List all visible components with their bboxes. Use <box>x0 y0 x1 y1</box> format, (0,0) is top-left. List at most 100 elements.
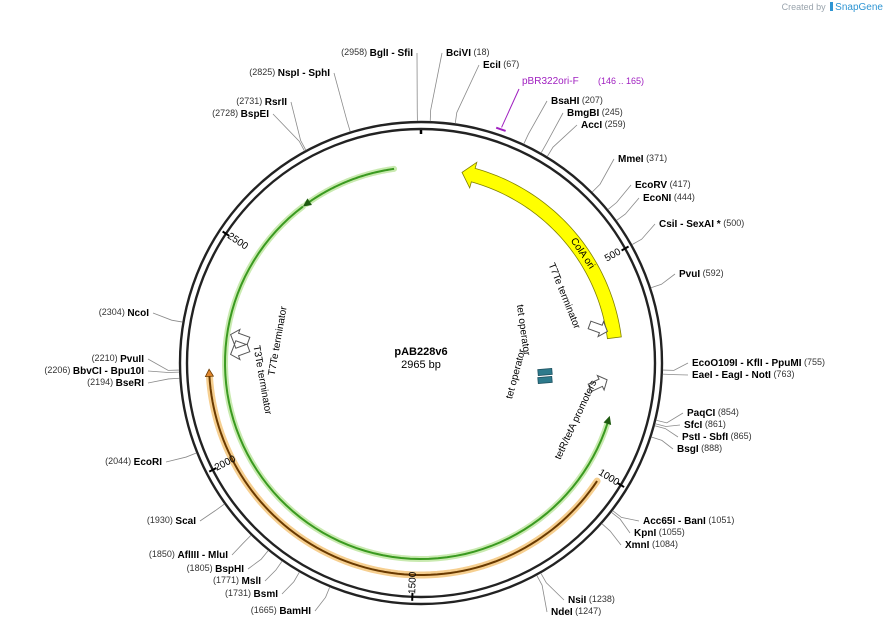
enzyme-mmei-label: MmeI (371) <box>618 153 667 164</box>
feature-orange-orf-arrowhead <box>204 368 215 378</box>
enzyme-name: BmgBI <box>567 108 599 119</box>
enzyme-separator: - <box>199 550 208 561</box>
enzyme-bsgi-label: BsgI (888) <box>677 443 722 454</box>
enzyme-pvui-leader <box>650 273 676 289</box>
credit-brand: SnapGene <box>835 2 883 13</box>
enzyme-afliii-leader <box>231 534 252 556</box>
enzyme-name: BsgI <box>677 444 699 455</box>
enzyme-separator: - <box>700 432 709 443</box>
enzyme-pvuii-label: (2210) PvuII <box>92 353 145 364</box>
feature-green-orf <box>224 205 609 560</box>
enzyme-sfci-label: SfcI (861) <box>684 419 726 430</box>
enzyme-bcivi-leader <box>429 52 443 122</box>
enzyme-name: PaqCI <box>687 408 716 419</box>
enzyme-position: (444) <box>671 192 695 202</box>
enzyme-ncoi-leader <box>152 312 183 323</box>
enzyme-position: (371) <box>644 153 668 163</box>
ruler-tick <box>621 245 630 252</box>
enzyme-position: (2731) <box>236 96 265 106</box>
enzyme-scai-leader <box>199 503 225 522</box>
primer-mark <box>495 126 506 132</box>
enzyme-name: PstI <box>682 432 701 443</box>
enzyme-name: EcoNI <box>643 193 672 204</box>
enzyme-psti-leader <box>654 425 679 438</box>
ruler-tick-label: 1500 <box>407 571 419 594</box>
enzyme-position: (2206) <box>44 365 73 375</box>
enzyme-bspei-label: (2728) BspEI <box>212 108 269 119</box>
enzyme-name: Acc65I <box>643 516 675 527</box>
enzyme-ndei-label: NdeI (1247) <box>551 606 601 617</box>
enzyme-name: NspI <box>278 68 300 79</box>
enzyme-position: (1930) <box>147 515 176 525</box>
enzyme-xmni-leader <box>601 523 622 546</box>
feature-green-orf-upper-arrowhead <box>302 198 312 207</box>
enzyme-name: SexAI * <box>686 219 721 230</box>
enzyme-name: BglI <box>370 48 389 59</box>
enzyme-name: SbfI <box>709 432 728 443</box>
enzyme-eaei-leader <box>662 373 689 376</box>
enzyme-name: ScaI <box>175 516 196 527</box>
enzyme-bsahi-label: BsaHI (207) <box>551 95 603 106</box>
enzyme-name: EcoO109I <box>692 358 738 369</box>
enzyme-name: SphI <box>308 68 330 79</box>
enzyme-name: BciVI <box>446 48 471 59</box>
enzyme-position: (2825) <box>249 67 278 77</box>
enzyme-afliii-label: (1850) AflIII - MluI <box>149 549 228 560</box>
enzyme-msli-label: (1771) MslI <box>213 575 261 586</box>
enzyme-name: EcoRI <box>134 457 163 468</box>
enzyme-name: Bpu10I <box>111 366 145 377</box>
enzyme-acc65i-leader <box>612 510 640 522</box>
enzyme-rsrii-leader <box>290 101 307 151</box>
enzyme-pvui-label: PvuI (592) <box>679 268 724 279</box>
enzyme-name: EaeI <box>692 370 713 381</box>
primer-range: (146 .. 165) <box>598 76 644 86</box>
enzyme-bseri-leader <box>147 377 180 384</box>
enzyme-name: BsmI <box>254 589 279 600</box>
enzyme-position: (755) <box>801 357 825 367</box>
enzyme-name: SfcI <box>684 420 703 431</box>
enzyme-ecii-leader <box>454 64 480 124</box>
enzyme-separator: - <box>675 516 684 527</box>
enzyme-position: (207) <box>579 95 603 105</box>
enzyme-name: NdeI <box>551 607 573 618</box>
feature-tet-op-1 <box>537 367 553 377</box>
terminator-t3te-left-glyph <box>229 343 251 361</box>
enzyme-separator: - <box>743 370 752 381</box>
enzyme-position: (2194) <box>87 377 116 387</box>
feature-label-tetr-promoters: tetR/tetA promoters <box>553 379 599 462</box>
enzyme-position: (2728) <box>212 108 241 118</box>
enzyme-csii-leader <box>631 223 656 245</box>
enzyme-bsgi-leader <box>651 436 674 450</box>
enzyme-position: (1051) <box>706 515 735 525</box>
feature-label-t7te-right: T7Te terminator <box>546 262 583 332</box>
enzyme-econi-leader <box>616 197 640 221</box>
enzyme-mmei-leader <box>591 158 615 193</box>
enzyme-position: (1084) <box>649 539 678 549</box>
enzyme-name: EcoRV <box>635 180 667 191</box>
enzyme-msli-leader <box>264 560 283 582</box>
backbone-outer-strand <box>178 120 664 606</box>
enzyme-name: PvuI <box>679 269 700 280</box>
enzyme-name: KpnI <box>634 528 656 539</box>
enzyme-bsphi-leader <box>247 550 269 570</box>
enzyme-position: (417) <box>667 179 691 189</box>
enzyme-ecori-label: (2044) EcoRI <box>105 456 162 467</box>
enzyme-psti-label: PstI - SbfI (865) <box>682 431 752 442</box>
enzyme-position: (500) <box>721 218 745 228</box>
enzyme-bamhi-label: (1665) BamHI <box>251 605 311 616</box>
enzyme-position: (1055) <box>656 527 685 537</box>
enzyme-position: (763) <box>771 369 795 379</box>
enzyme-rsrii-label: (2731) RsrII <box>236 96 287 107</box>
enzyme-name: BspEI <box>241 109 270 120</box>
plasmid-length: 2965 bp <box>401 359 441 371</box>
enzyme-position: (1665) <box>251 605 280 615</box>
enzyme-separator: - <box>677 219 686 230</box>
enzyme-position: (1805) <box>187 563 216 573</box>
credit-badge: Created by SnapGene <box>782 2 883 13</box>
ruler-tick <box>208 467 217 473</box>
credit-text: Created by <box>781 2 826 12</box>
enzyme-econi-label: EcoNI (444) <box>643 192 695 203</box>
enzyme-position: (2304) <box>99 307 128 317</box>
